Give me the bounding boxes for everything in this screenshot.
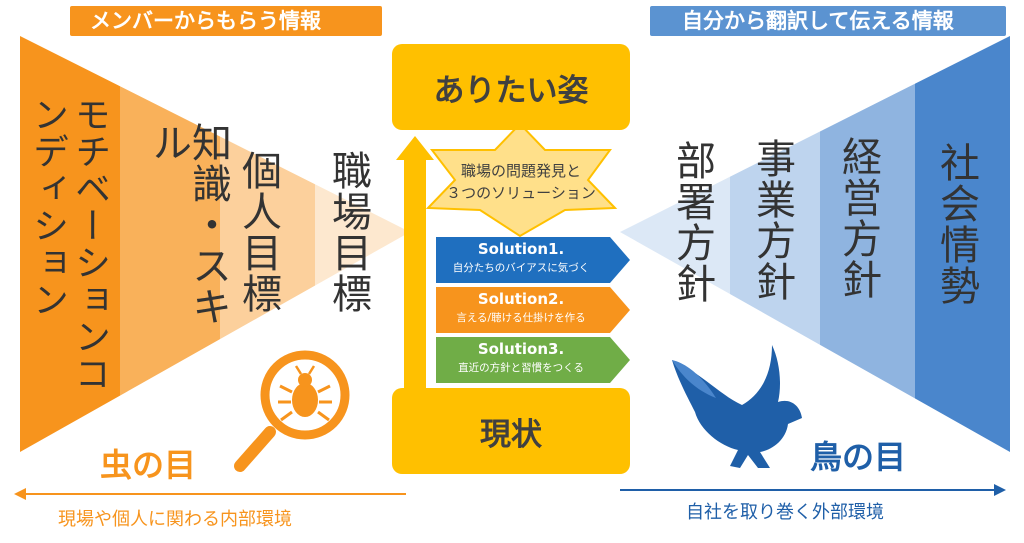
right-column-social-situation: 社会情勢 <box>933 142 979 306</box>
current-state-box: 現状 <box>392 388 630 474</box>
star-text-line1: 職場の問題発見と <box>460 162 581 180</box>
right-column-department-policy: 部署方針 <box>669 140 715 304</box>
eagle-icon <box>672 345 802 468</box>
right-column-management-policy: 経営方針 <box>835 136 881 300</box>
up-arrow <box>396 136 434 390</box>
left-column-workplace-goal: 職場目標 <box>325 150 371 314</box>
solution3-label: Solution3. 直近の方針と習慣をつくる <box>436 337 606 375</box>
solution3-shape <box>436 337 630 383</box>
left-column-knowledge: 知識・スキル <box>145 122 231 327</box>
solution1-label: Solution1. 自分たちのバイアスに気づく <box>436 237 606 275</box>
star-text-line2: ３つのソリューション <box>446 184 596 202</box>
left-footer-text: 現場や個人に関わる内部環境 <box>58 509 292 530</box>
solution1-shape <box>436 237 630 283</box>
bird-eye-label: 鳥の目 <box>810 438 907 476</box>
solution3-subtitle: 直近の方針と習慣をつくる <box>458 362 584 374</box>
right-footer-arrow <box>620 484 1006 496</box>
right-header: 自分から翻訳して伝える情報 <box>650 6 1006 36</box>
solution2-shape <box>436 287 630 333</box>
solution3-title: Solution3. <box>477 340 565 358</box>
solution2-subtitle: 言える/聴ける仕掛けを作る <box>456 312 586 324</box>
right-column-business-policy: 事業方針 <box>749 138 795 302</box>
solution1-title: Solution1. <box>477 240 565 258</box>
star-burst <box>425 122 618 238</box>
right-footer-text: 自社を取り巻く外部環境 <box>686 502 884 523</box>
magnifier-bug-icon <box>234 350 350 472</box>
solution2-label: Solution2. 言える/聴ける仕掛けを作る <box>436 287 606 325</box>
solution1-subtitle: 自分たちのバイアスに気づく <box>452 262 590 274</box>
bug-eye-label: 虫の目 <box>100 446 197 484</box>
left-column-personal-goal: 個人目標 <box>235 150 281 314</box>
ideal-state-box: ありたい姿 <box>392 44 630 130</box>
star-text: 職場の問題発見と ３つのソリューション <box>440 160 602 204</box>
solution2-title: Solution2. <box>477 290 565 308</box>
left-footer-arrow <box>14 488 406 500</box>
left-header: メンバーからもらう情報 <box>70 6 382 36</box>
left-column-motivation: モチベーションコンディション <box>27 96 110 392</box>
